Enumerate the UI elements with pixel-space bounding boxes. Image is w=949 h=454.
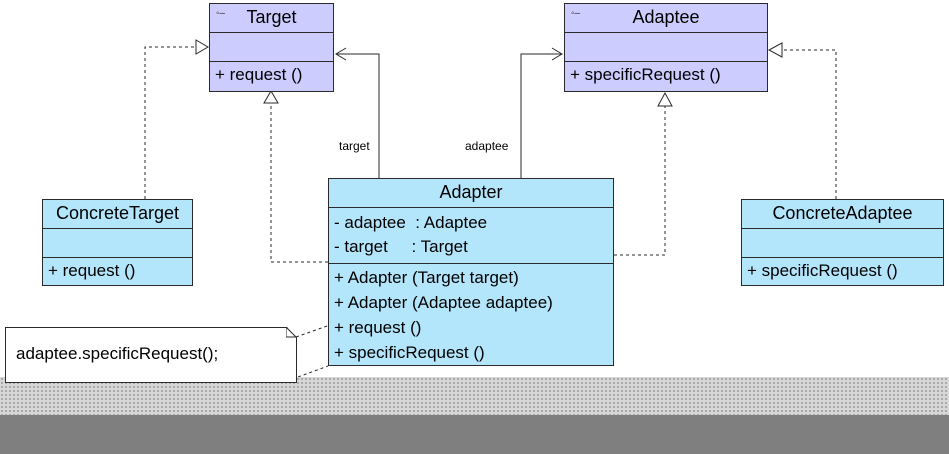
- realization-arrowhead: [263, 90, 279, 104]
- class-target[interactable]: ◦– Target + request (): [209, 3, 334, 92]
- class-adapter[interactable]: Adapter - adaptee : Adaptee - target : T…: [328, 178, 614, 366]
- operation: + specificRequest (): [570, 65, 721, 84]
- operation: + Adapter (Adaptee adaptee): [334, 293, 553, 312]
- operations-section: + request (): [43, 257, 192, 283]
- class-name: ConcreteAdaptee: [772, 203, 913, 223]
- association-arrowhead: [551, 47, 563, 61]
- realization-concreteadaptee-adaptee: [782, 49, 837, 199]
- operations-section: + request (): [210, 61, 333, 87]
- operations-section: + specificRequest (): [565, 61, 767, 87]
- class-adaptee[interactable]: ◦– Adaptee + specificRequest (): [564, 3, 768, 92]
- operation: + request (): [334, 318, 422, 337]
- realization-concretetarget-target: [144, 46, 196, 199]
- operation: + Adapter (Target target): [334, 268, 519, 287]
- association-arrowhead: [335, 47, 347, 61]
- attribute: - adaptee : Adaptee: [334, 213, 488, 232]
- interface-icon: ◦–: [571, 8, 581, 19]
- realization-arrowhead: [767, 42, 783, 58]
- class-name: Target: [246, 7, 297, 27]
- interface-icon: ◦–: [216, 8, 226, 19]
- operations-section: + Adapter (Target target) + Adapter (Ada…: [329, 263, 613, 365]
- realization-arrowhead: [195, 39, 209, 55]
- note-anchor-line: [297, 365, 329, 378]
- association-adapter-adaptee: [520, 53, 562, 178]
- note-fold-corner: [286, 327, 298, 338]
- operation: + specificRequest (): [334, 343, 485, 362]
- association-label-target: target: [339, 139, 370, 153]
- canvas-dotted-strip: [0, 377, 949, 415]
- realization-adapter-target: [270, 103, 328, 263]
- realization-adapter-adaptee: [614, 106, 666, 256]
- class-concrete-adaptee[interactable]: ConcreteAdaptee + specificRequest (): [741, 199, 944, 286]
- attributes-section: [742, 228, 943, 257]
- association-adapter-target: [336, 53, 380, 178]
- attributes-section: - adaptee : Adaptee - target : Target: [329, 207, 613, 263]
- realization-arrowhead: [657, 91, 673, 107]
- code-note[interactable]: adaptee.specificRequest();: [5, 327, 297, 383]
- canvas-gray-strip: [0, 415, 949, 454]
- operation: + request (): [215, 65, 303, 84]
- attributes-section: [43, 228, 192, 257]
- class-name: Adaptee: [632, 7, 700, 27]
- attributes-section: [210, 32, 333, 61]
- operations-section: + specificRequest (): [742, 257, 943, 283]
- operation: + request (): [48, 261, 136, 280]
- attribute: - target : Target: [334, 237, 468, 256]
- note-anchor-line: [295, 324, 331, 338]
- note-text: adaptee.specificRequest();: [16, 344, 219, 363]
- operation: + specificRequest (): [747, 261, 898, 280]
- class-name: Adapter: [439, 182, 503, 202]
- class-name: ConcreteTarget: [55, 203, 180, 223]
- association-label-adaptee: adaptee: [465, 139, 509, 153]
- class-concrete-target[interactable]: ConcreteTarget + request (): [42, 199, 193, 286]
- attributes-section: [565, 32, 767, 61]
